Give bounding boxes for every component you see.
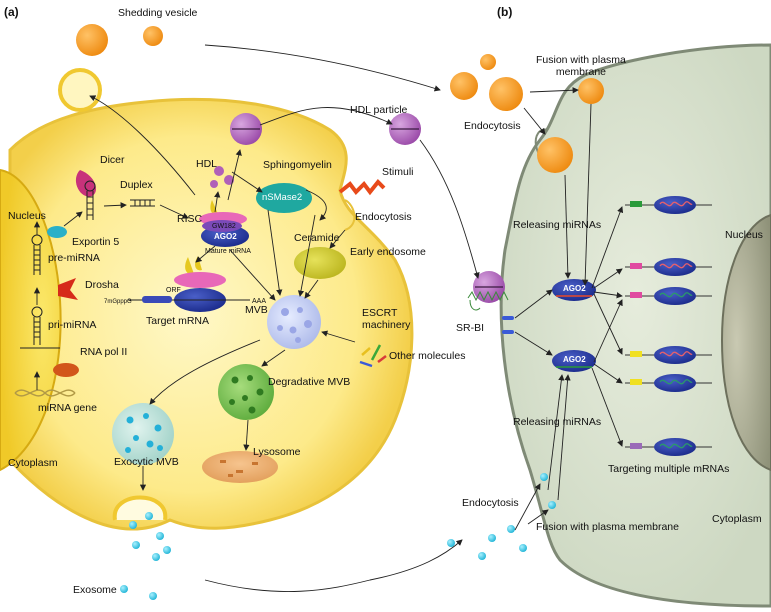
cap-label: 7mGpppG bbox=[104, 299, 132, 305]
drosha-label: Drosha bbox=[85, 279, 119, 291]
orf-label: ORF bbox=[166, 287, 181, 294]
early-endosome-label: Early endosome bbox=[350, 246, 426, 258]
sphingomyelin-label: Sphingomyelin bbox=[263, 159, 332, 171]
endocytosis-top-label: Endocytosis bbox=[464, 120, 521, 132]
ago2-label-left: AGO2 bbox=[214, 232, 237, 241]
duplex-label: Duplex bbox=[120, 179, 153, 191]
receptor-channels bbox=[502, 316, 514, 334]
stimuli-zigzag bbox=[338, 179, 386, 196]
hdl-label: HDL bbox=[196, 158, 218, 170]
exocytic-mvb bbox=[112, 403, 174, 465]
donor-nucleus bbox=[0, 168, 62, 472]
ago2-right-bottom bbox=[552, 350, 596, 372]
targeting-label: Targeting multiple mRNAs bbox=[608, 463, 730, 475]
flow-arrows bbox=[33, 44, 624, 592]
panel-a-label: (a) bbox=[4, 5, 19, 19]
exocytic-mvb-label: Exocytic MVB bbox=[114, 456, 179, 468]
endocytosis-bottom-label: Endocytosis bbox=[462, 497, 519, 509]
nsmase2-enzyme bbox=[256, 183, 312, 213]
nsmase2-label: nSMase2 bbox=[262, 192, 303, 203]
ago2-label-right-bottom: AGO2 bbox=[563, 355, 586, 364]
polya-label: AAA bbox=[252, 298, 267, 305]
exportin5-label: Exportin 5 bbox=[72, 236, 120, 248]
nucleus-label-left: Nucleus bbox=[8, 210, 46, 222]
rna-pol-ii bbox=[53, 363, 79, 377]
early-endosome bbox=[294, 247, 346, 279]
risc-complex bbox=[199, 200, 249, 247]
sr-bi-receptor bbox=[467, 290, 509, 311]
mvb-label: MVB bbox=[245, 304, 268, 316]
risc-label: RISC bbox=[177, 213, 203, 225]
mvb-body bbox=[267, 295, 321, 349]
exosome-label: Exosome bbox=[73, 584, 117, 596]
degradative-mvb-label: Degradative MVB bbox=[268, 376, 351, 388]
budding-vesicle bbox=[58, 68, 102, 112]
pre-mirna-label: pre-miRNA bbox=[48, 252, 100, 264]
target-mrnas-right bbox=[625, 196, 712, 456]
rna-pol-label: RNA pol II bbox=[80, 346, 128, 358]
endocytosis-label-left: Endocytosis bbox=[355, 211, 412, 223]
mirna-gene-label: miRNA gene bbox=[38, 402, 97, 414]
exosome-release-pocket bbox=[112, 495, 168, 521]
panel-b-label: (b) bbox=[497, 5, 513, 19]
ago2-label-right-top: AGO2 bbox=[563, 284, 586, 293]
lysosome bbox=[202, 451, 278, 483]
duplex-rna bbox=[130, 199, 155, 207]
hdl-particles bbox=[210, 113, 505, 303]
pri-mirna-label: pri-miRNA bbox=[48, 319, 97, 331]
stimuli-label: Stimuli bbox=[382, 166, 414, 178]
exportin5 bbox=[47, 226, 67, 238]
donor-cell bbox=[8, 97, 414, 531]
mature-mirna-label: Mature miRNA bbox=[205, 248, 251, 255]
lysosome-label: Lysosome bbox=[253, 446, 301, 458]
endocytosis-pocket-left bbox=[344, 199, 356, 231]
dicer-hairpin bbox=[84, 180, 96, 220]
dicer-label: Dicer bbox=[100, 154, 125, 166]
shedding-vesicle-label: Shedding vesicle bbox=[118, 7, 198, 19]
sr-bi-label: SR-BI bbox=[456, 322, 485, 334]
pri-mirna-hairpin bbox=[20, 306, 60, 349]
target-mrna-strand bbox=[128, 296, 250, 303]
releasing-mirnas-top: Releasing miRNAs bbox=[513, 219, 602, 231]
degradative-mvb bbox=[218, 364, 274, 420]
fusion-bottom-label: Fusion with plasma membrane bbox=[536, 521, 679, 533]
hdl-particle-label: HDL particle bbox=[350, 104, 408, 116]
drosha-enzyme bbox=[58, 278, 78, 300]
gw182-label: GW182 bbox=[212, 223, 236, 230]
recipient-nucleus bbox=[720, 213, 771, 472]
other-molecules-label: Other molecules bbox=[389, 350, 466, 362]
cytoplasm-label-left: Cytoplasm bbox=[8, 457, 58, 469]
cytoplasm-label-right: Cytoplasm bbox=[712, 513, 762, 525]
other-molecules-glyph bbox=[359, 344, 387, 368]
shedding-vesicles bbox=[76, 24, 604, 173]
exosomes bbox=[120, 473, 556, 600]
mirna-gene-dna bbox=[14, 389, 76, 397]
escrt-label: ESCRT machinery bbox=[362, 307, 411, 331]
nucleus-label-right: Nucleus bbox=[725, 229, 763, 241]
fusion-top-label: Fusion with plasma membrane bbox=[536, 54, 626, 78]
target-mrna-label: Target mRNA bbox=[146, 315, 210, 327]
releasing-mirnas-bottom: Releasing miRNAs bbox=[513, 416, 602, 428]
ceramide-label: Ceramide bbox=[294, 232, 340, 244]
